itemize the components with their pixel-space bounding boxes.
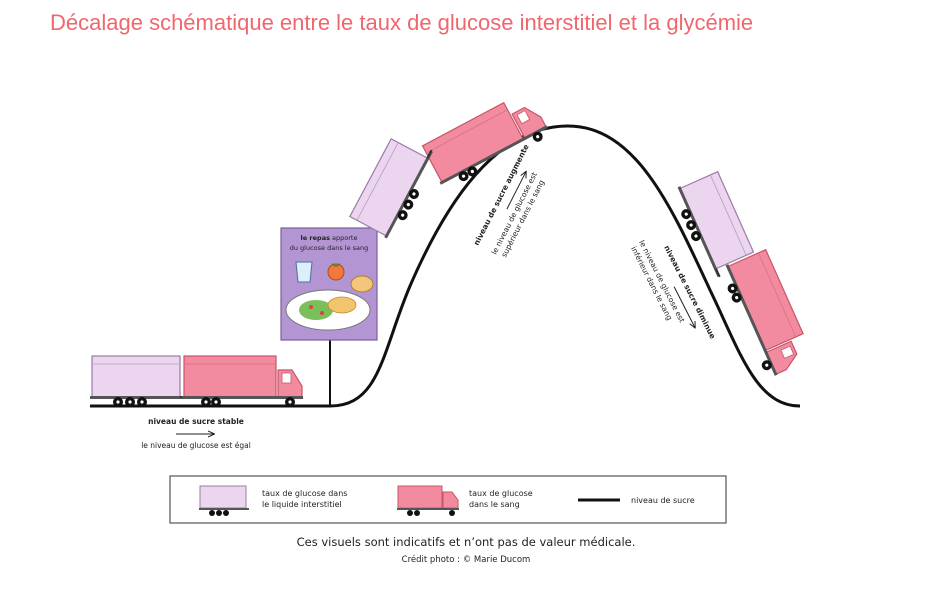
plate-icon [285, 289, 371, 331]
meal-label-bold: le repas [301, 234, 331, 242]
meal-panel: le repas apporte du glucose dans le sang [280, 227, 378, 341]
sugar-level-curve [90, 124, 801, 408]
rising-arrow-icon [506, 172, 526, 210]
legend-blood-line1: taux de glucose [469, 489, 533, 498]
meal-label-line2: du glucose dans le sang [290, 244, 369, 252]
legend-interstitial-line1: taux de glucose dans [262, 489, 347, 498]
tomato-icon [327, 263, 345, 281]
legend-sugar-level: niveau de sucre [631, 496, 695, 505]
falling-arrow-icon [673, 286, 695, 328]
legend-interstitial-line2: le liquide interstitiel [262, 500, 342, 509]
photo-credit: Crédit photo : © Marie Ducom [401, 555, 531, 565]
legend-blood-swatch [397, 485, 459, 516]
blood-truck-falling [717, 247, 815, 380]
disclaimer: Ces visuels sont indicatifs et n’ont pas… [296, 535, 636, 549]
stable-sublabel: le niveau de glucose est égal [141, 441, 251, 450]
legend-blood-line2: dans le sang [469, 500, 520, 509]
water-glass-icon [295, 261, 313, 283]
interstitial-truck-stable [89, 355, 190, 408]
page-title: Décalage schématique entre le taux de gl… [50, 10, 754, 35]
meal-label-rest: apporte [330, 234, 358, 242]
legend: taux de glucose dans le liquide intersti… [169, 475, 727, 524]
legend-interstitial-swatch [199, 485, 249, 516]
stable-label: niveau de sucre stable [148, 417, 244, 426]
blood-truck-stable [181, 355, 304, 408]
bread-icon [350, 275, 374, 293]
svg-text:le repas apporte: le repas apporte [301, 234, 358, 242]
